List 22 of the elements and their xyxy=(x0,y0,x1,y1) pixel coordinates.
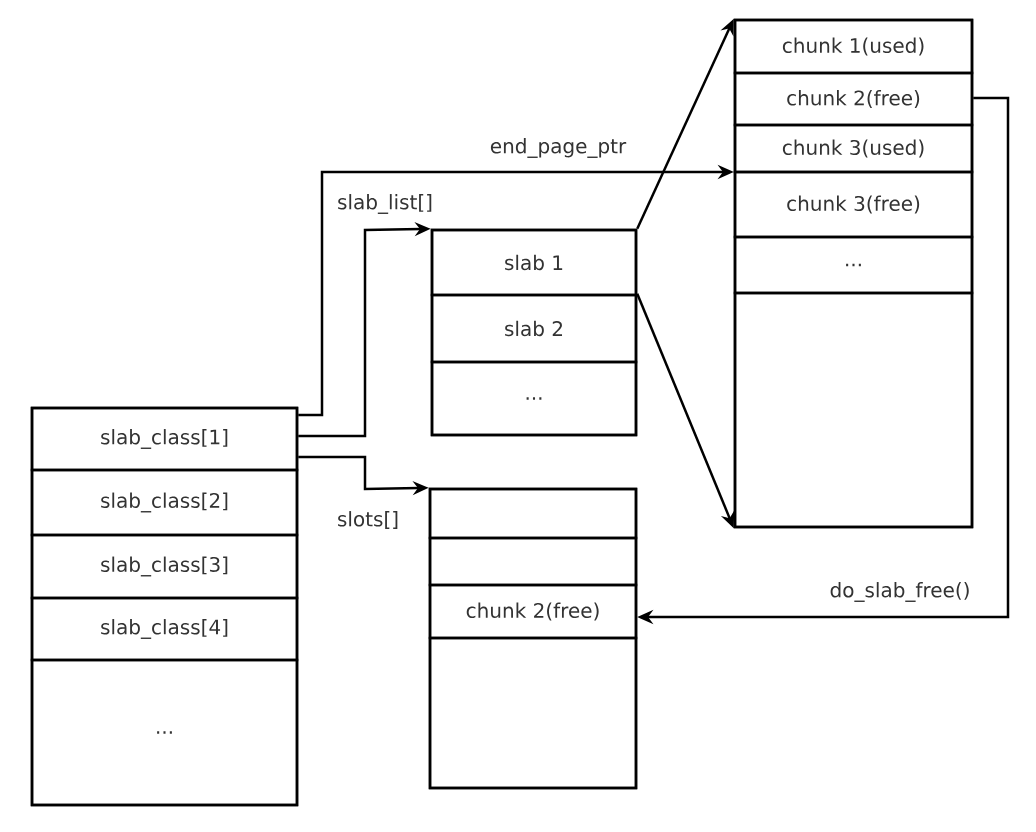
table-cell: slab 2 xyxy=(430,293,638,364)
table-cell: slab_class[2] xyxy=(30,468,299,537)
edge-label: slab_list[] xyxy=(335,192,435,216)
table-cell: ... xyxy=(30,658,299,807)
table-cell: slab 1 xyxy=(430,228,638,297)
table-cell xyxy=(428,636,638,790)
table-cell: slab_class[1] xyxy=(30,406,299,472)
table-cell: chunk 2(free) xyxy=(733,71,974,127)
edge-label: do_slab_free() xyxy=(827,580,973,604)
table-cell: slab_class[4] xyxy=(30,596,299,662)
table-cell: chunk 2(free) xyxy=(428,583,638,640)
table-cell: chunk 1(used) xyxy=(733,18,974,75)
table-cell: ... xyxy=(430,360,638,437)
edge-label: slots[] xyxy=(334,509,402,531)
table-cell xyxy=(428,487,638,540)
table-cell xyxy=(428,536,638,587)
edge-label: end_page_ptr xyxy=(487,136,629,160)
table-cell: chunk 3(free) xyxy=(733,170,974,239)
table-cell: chunk 3(used) xyxy=(733,123,974,174)
table-cell xyxy=(733,291,974,529)
table-cell: slab_class[3] xyxy=(30,533,299,600)
table-cell: ... xyxy=(733,235,974,295)
